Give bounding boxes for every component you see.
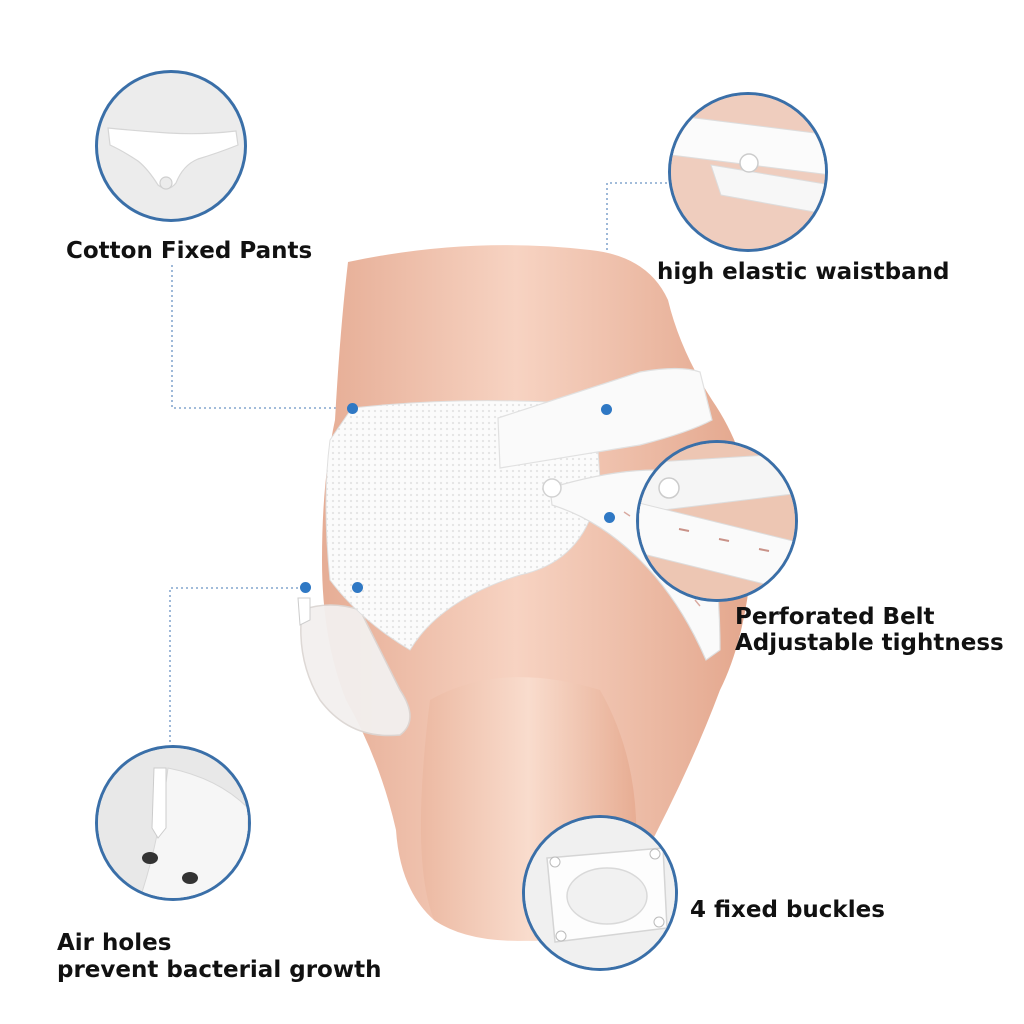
cotton-pants-image	[107, 127, 239, 190]
air-holes-connector	[169, 587, 305, 742]
label-air-holes: Air holes	[57, 930, 172, 956]
detail-bubble-perforated-belt	[636, 440, 798, 602]
marker-dot-cotton	[347, 403, 358, 414]
detail-bubble-buckles	[522, 815, 678, 971]
marker-dot-belt	[604, 512, 615, 523]
marker-dot-buckle	[352, 582, 363, 593]
detail-bubble-waistband	[668, 92, 828, 252]
label-perforated-belt: Perforated Belt	[735, 604, 935, 630]
perforated-belt-closeup-image	[639, 443, 795, 599]
detail-bubble-cotton-pants	[95, 70, 247, 222]
buckle-pouch-image	[525, 818, 675, 968]
label-adjustable-tightness: Adjustable tightness	[735, 630, 1004, 656]
detail-bubble-air-holes	[95, 745, 251, 901]
waistband-closeup-image	[671, 95, 825, 249]
label-prevent-bacterial-growth: prevent bacterial growth	[57, 957, 382, 983]
label-high-elastic-waistband: high elastic waistband	[657, 259, 950, 285]
air-holes-closeup-image	[98, 748, 248, 898]
label-cotton-fixed-pants: Cotton Fixed Pants	[66, 238, 313, 264]
label-fixed-buckles: 4 fixed buckles	[690, 897, 885, 923]
waistband-strap	[497, 367, 713, 469]
side-buckle	[297, 597, 311, 626]
belt-button	[542, 478, 562, 498]
marker-dot-waistband	[601, 404, 612, 415]
pouch	[300, 604, 411, 737]
marker-dot-air	[300, 582, 311, 593]
